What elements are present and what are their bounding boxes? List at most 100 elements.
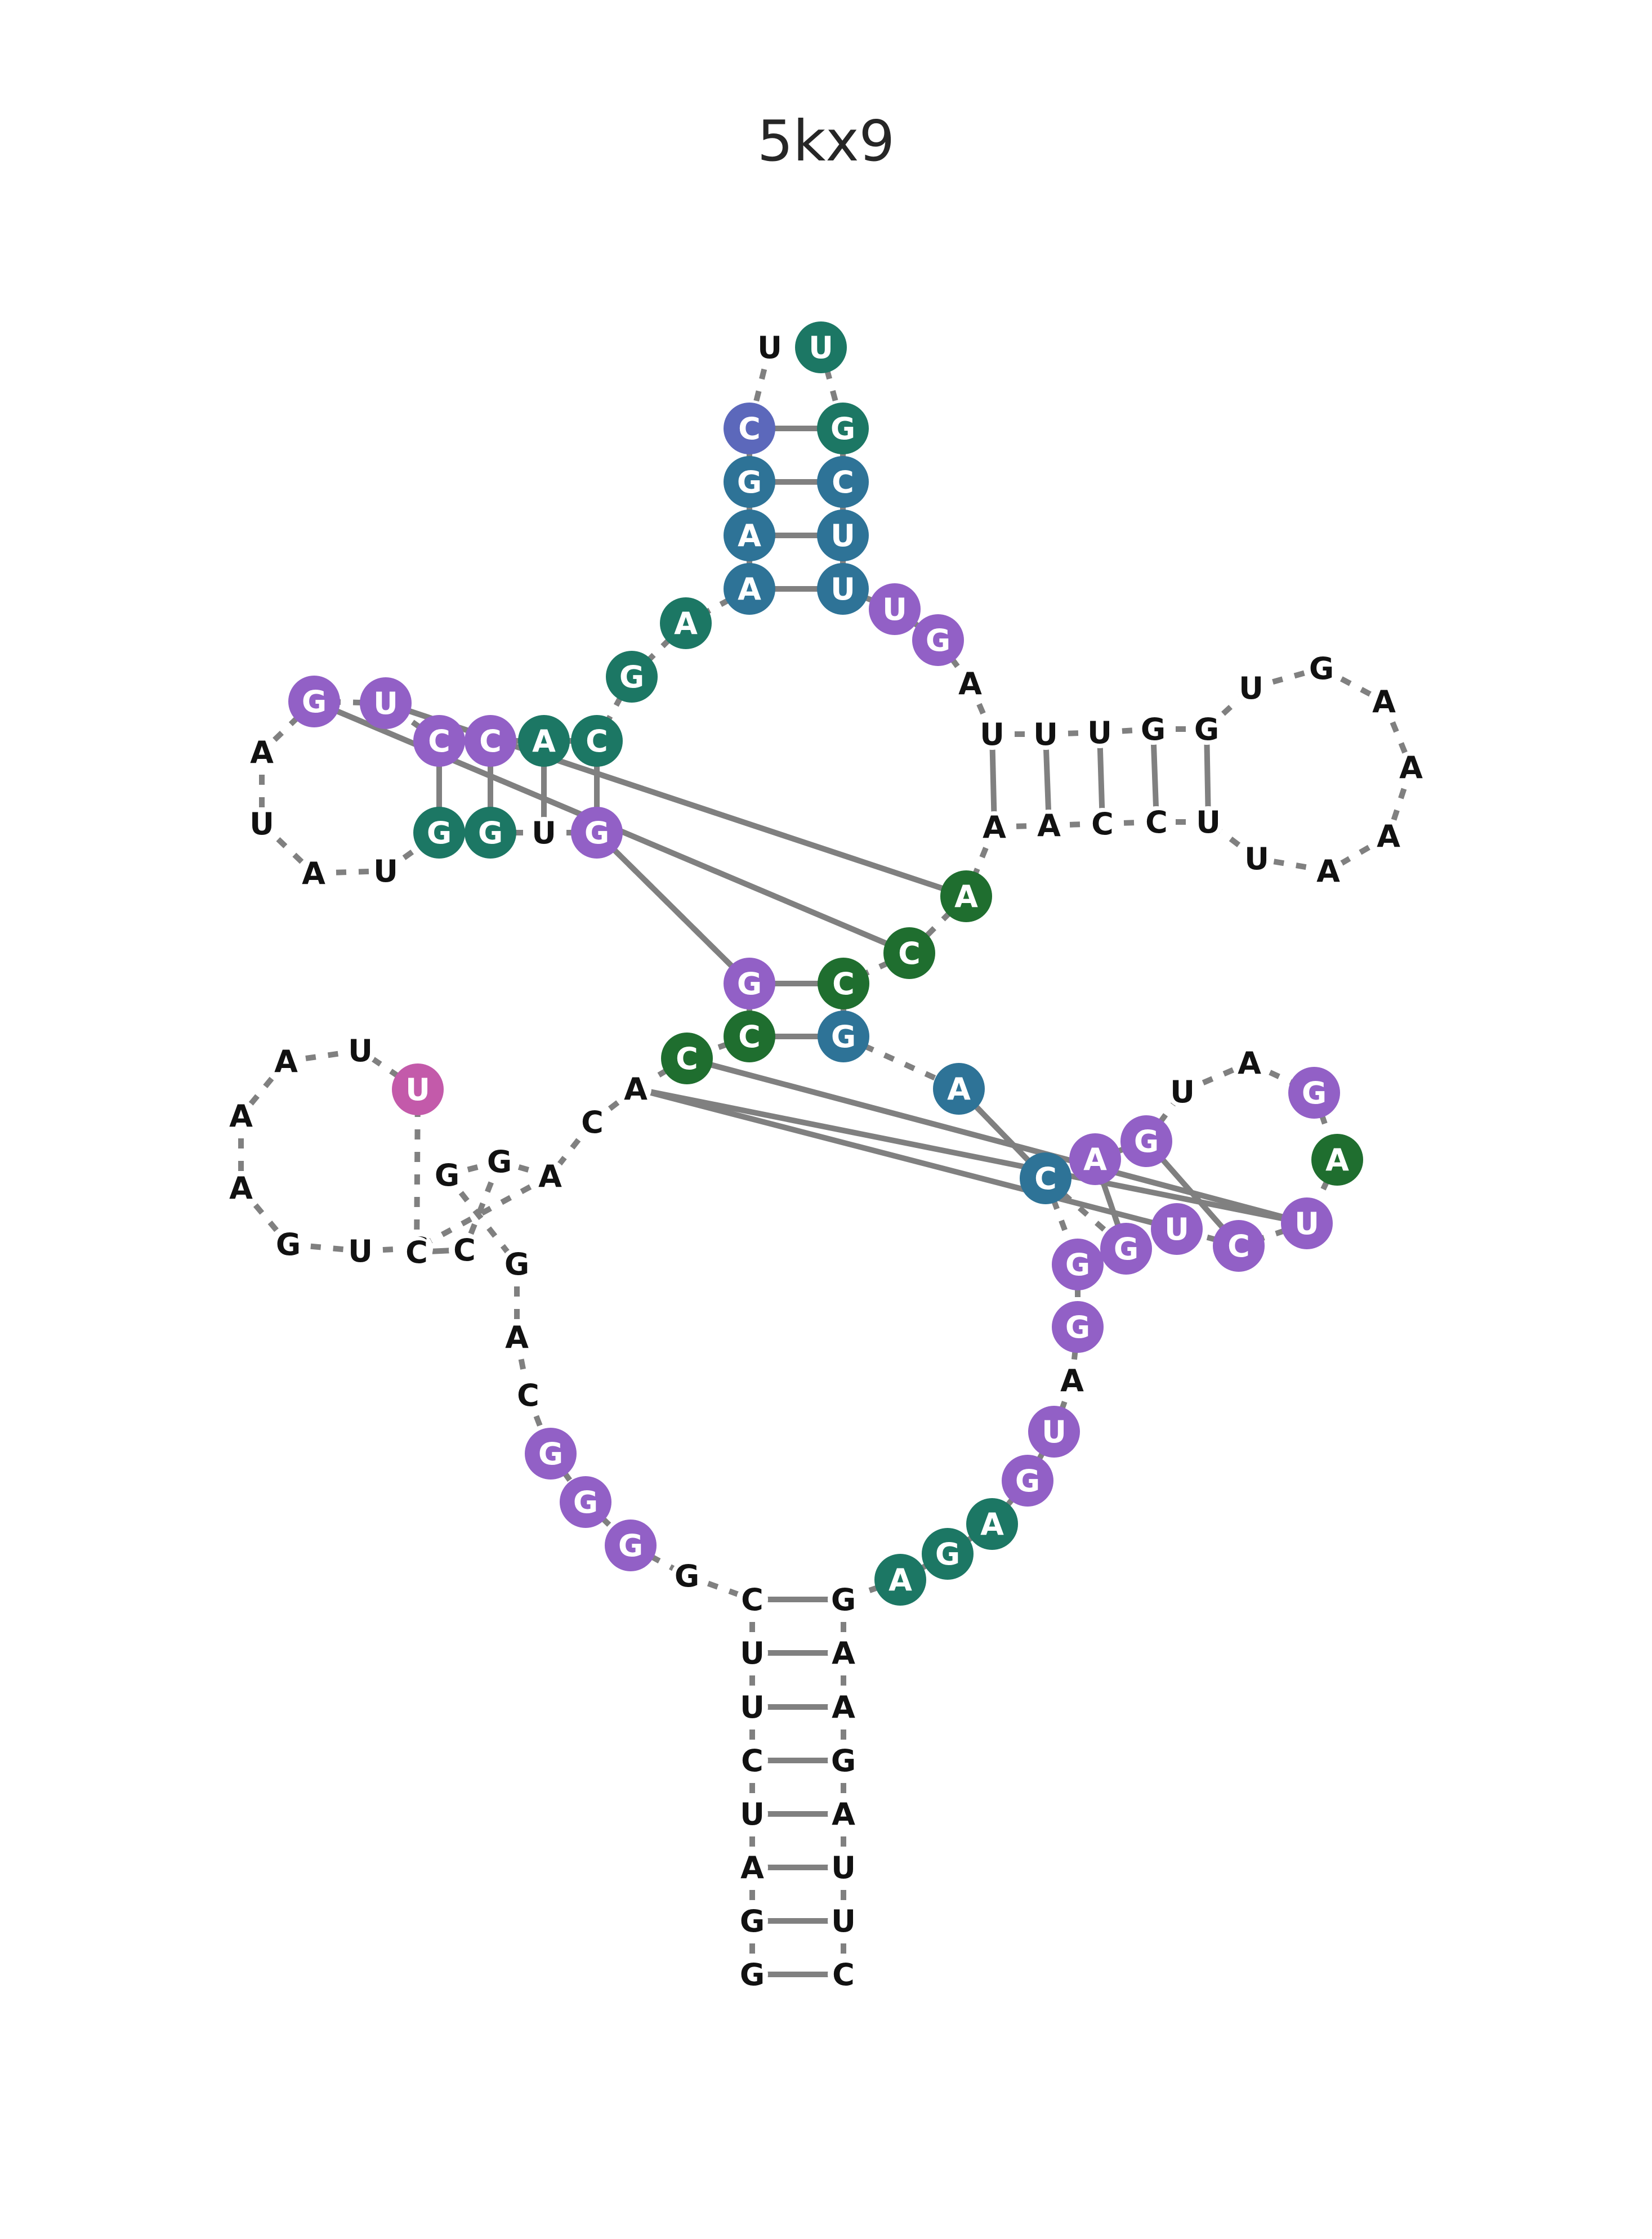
- nucleotide: G: [431, 1158, 463, 1193]
- nucleotide-bg: [976, 718, 1008, 750]
- nucleotide-circle: [660, 597, 712, 649]
- nucleotide-label: U: [831, 1850, 856, 1885]
- nucleotide: C: [449, 1232, 480, 1268]
- nucleotide-circle: [1288, 1067, 1340, 1119]
- nucleotide-bg: [1234, 1047, 1265, 1079]
- nucleotide: G: [817, 403, 869, 454]
- nucleotide: G: [484, 1144, 515, 1179]
- nucleotide: U: [1281, 1197, 1333, 1249]
- nucleotide-label: G: [831, 1019, 856, 1054]
- nucleotide-bg: [246, 736, 278, 768]
- tertiary-line: [594, 830, 752, 986]
- nucleotide-label: U: [740, 1796, 765, 1832]
- nucleotide-label: G: [831, 411, 855, 446]
- nucleotide-label: C: [1227, 1228, 1250, 1264]
- nucleotide-bg: [484, 1146, 515, 1177]
- nucleotide-label: G: [276, 1227, 301, 1262]
- nucleotide: C: [465, 715, 516, 767]
- nucleotide-bg: [671, 1560, 703, 1592]
- nucleotide-bg: [225, 1172, 257, 1204]
- nucleotide-circle: [1028, 1406, 1080, 1458]
- backbone-segment: [1043, 1176, 1128, 1251]
- nucleotide-bg: [273, 1228, 304, 1260]
- nucleotide-bg: [954, 668, 986, 699]
- nucleotide-label: G: [538, 1436, 563, 1472]
- nucleotide-circle: [571, 807, 623, 859]
- nucleotide-label: C: [517, 1378, 539, 1413]
- nucleotide: G: [560, 1476, 611, 1528]
- nucleotide-bg: [620, 1073, 651, 1105]
- nucleotide-bg: [1084, 717, 1115, 748]
- nucleotide: U: [828, 1850, 859, 1885]
- nucleotide: U: [1151, 1203, 1203, 1255]
- nucleotide: U: [976, 717, 1008, 752]
- nucleotide-circle: [724, 958, 775, 1009]
- nucleotide-bg: [1141, 806, 1172, 838]
- nucleotide: A: [1056, 1363, 1088, 1398]
- backbone-segment: [462, 1160, 502, 1251]
- nucleotide-label: C: [676, 1041, 698, 1076]
- nucleotide: A: [270, 1044, 302, 1079]
- nucleotide-bg: [1137, 713, 1169, 745]
- nucleotide-label: C: [832, 966, 855, 1002]
- nucleotide-bg: [298, 857, 329, 889]
- nucleotide: A: [298, 856, 329, 891]
- nucleotide: G: [465, 807, 516, 859]
- nucleotide: A: [534, 1159, 566, 1194]
- nucleotide-label: U: [980, 717, 1004, 752]
- nucleotide: U: [869, 583, 921, 635]
- nucleotide: U: [1028, 1406, 1080, 1458]
- nucleotide-circle: [1213, 1220, 1265, 1272]
- nucleotide: C: [1020, 1152, 1071, 1204]
- nucleotide-bg: [449, 1234, 480, 1266]
- nucleotide-label: U: [405, 1072, 430, 1107]
- nucleotide: A: [874, 1554, 926, 1606]
- nucleotide: A: [620, 1071, 651, 1107]
- nucleotide-label: C: [428, 723, 450, 759]
- nucleotide-label: U: [831, 571, 855, 607]
- nucleotide-bg: [828, 1905, 859, 1937]
- nucleotide: G: [828, 1743, 859, 1778]
- nucleotide-circle: [518, 715, 570, 767]
- nucleotide-circle: [818, 1011, 869, 1062]
- nucleotide-label: C: [581, 1105, 604, 1140]
- nucleotide-circle: [1069, 1133, 1121, 1185]
- nucleotide-label: U: [1294, 1206, 1319, 1241]
- nucleotide: G: [922, 1528, 974, 1580]
- nucleotide-label: A: [538, 1159, 562, 1194]
- nucleotide-label: G: [619, 659, 644, 695]
- nucleotide-circle: [724, 403, 775, 454]
- nucleotide-circle: [605, 1520, 657, 1571]
- nucleotide-label: G: [1141, 712, 1166, 747]
- nucleotide-label: G: [618, 1528, 643, 1563]
- backbone-segment: [445, 1173, 519, 1266]
- nucleotide-bg: [345, 1035, 376, 1066]
- nucleotide-bg: [1241, 843, 1273, 874]
- nucleotide-circle: [724, 1011, 775, 1062]
- nucleotide-label: U: [1196, 805, 1221, 840]
- nucleotide-label: U: [740, 1635, 765, 1671]
- nucleotide-label: A: [947, 1071, 971, 1107]
- nucleotide: G: [273, 1227, 304, 1262]
- nucleotide-bg: [736, 1584, 768, 1615]
- nucleotide-bg: [736, 1745, 768, 1776]
- nucleotide-label: A: [1238, 1045, 1261, 1081]
- nucleotide-label: G: [740, 1957, 765, 1992]
- nucleotide-circle: [413, 715, 465, 767]
- nucleotide-label: U: [831, 518, 855, 553]
- nucleotide: A: [933, 1063, 985, 1115]
- nucleotide-label: U: [740, 1690, 765, 1725]
- nucleotide-label: A: [1399, 750, 1423, 785]
- nucleotide-label: G: [487, 1144, 512, 1179]
- nucleotide: G: [605, 1520, 657, 1571]
- nucleotide-circle: [1281, 1197, 1333, 1249]
- nucleotide: U: [392, 1063, 444, 1115]
- nucleotide-label: U: [1164, 1212, 1189, 1247]
- nucleotide-bg: [1033, 810, 1065, 841]
- nucleotide-circle: [1100, 1223, 1152, 1275]
- nucleotide: C: [736, 1582, 768, 1617]
- base-pair-line: [633, 1086, 1180, 1232]
- nucleotide-bg: [736, 1798, 768, 1830]
- backbone-segment: [416, 1173, 552, 1251]
